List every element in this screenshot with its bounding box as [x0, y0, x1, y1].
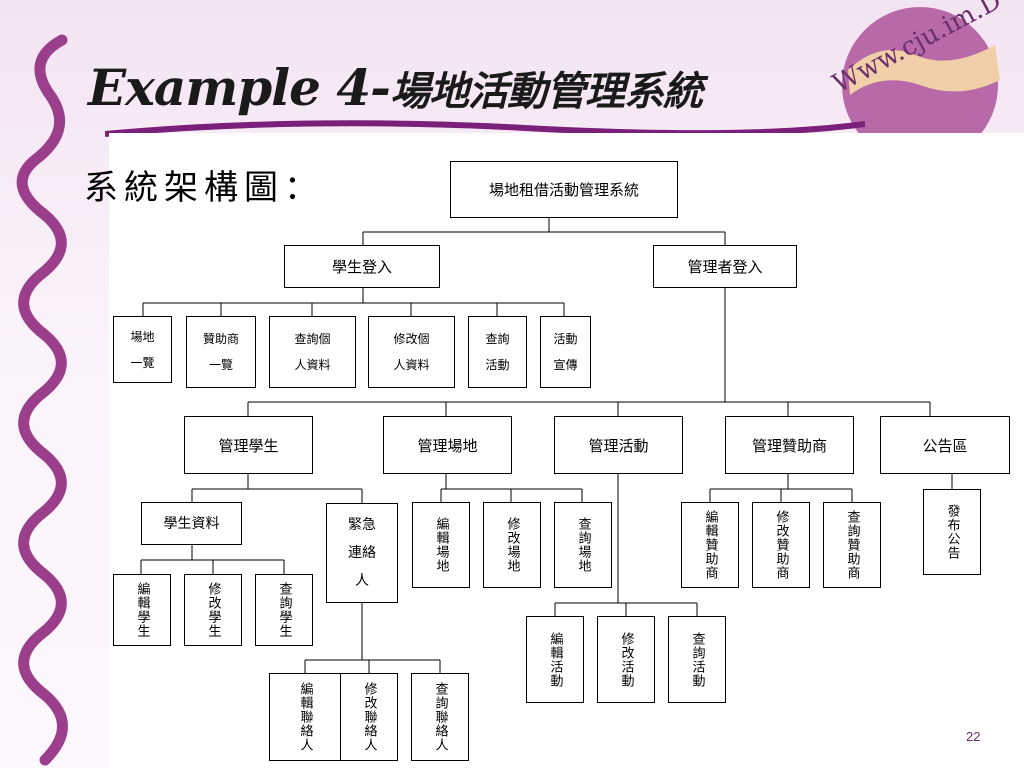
node-modify-activity: 修改活動: [597, 616, 655, 703]
node-edit-contact: 編輯聯絡人: [269, 673, 341, 761]
node-modify-student: 修改學生: [184, 574, 242, 646]
node-venue-list: 場地 一覽: [113, 316, 172, 383]
node-activity-promo: 活動 宣傳: [540, 316, 591, 388]
page-number: 22: [966, 729, 981, 744]
node-emergency-contact: 緊急 連絡 人: [326, 503, 398, 603]
slide-title: Example 4-場地活動管理系統: [88, 58, 703, 117]
node-query-activity2: 查詢活動: [668, 616, 726, 703]
node-query-student: 查詢學生: [255, 574, 313, 646]
node-edit-student: 編輯學生: [113, 574, 171, 646]
node-manage-student: 管理學生: [184, 416, 313, 474]
node-publish-notice: 發布公告: [923, 489, 981, 575]
decorative-wave: [16, 34, 68, 766]
node-modify-contact: 修改聯絡人: [340, 673, 398, 761]
node-query-sponsor: 查詢贊助商: [823, 502, 881, 588]
node-query-contact: 查詢聯絡人: [411, 673, 469, 761]
node-student-data: 學生資料: [141, 502, 242, 545]
node-manage-venue: 管理場地: [383, 416, 512, 474]
node-modify-sponsor: 修改贊助商: [752, 502, 810, 588]
node-manage-sponsor: 管理贊助商: [725, 416, 854, 474]
node-student-login: 學生登入: [284, 245, 440, 288]
node-root: 場地租借活動管理系統: [450, 161, 678, 218]
node-edit-activity: 編輯活動: [526, 616, 584, 703]
school-logo: Www.cju.im.D: [828, 0, 1006, 140]
node-admin-login: 管理者登入: [653, 245, 797, 288]
node-modify-venue: 修改場地: [483, 502, 541, 588]
node-query-personal: 查詢個 人資料: [269, 316, 356, 388]
node-edit-sponsor: 編輯贊助商: [681, 502, 739, 588]
title-prefix: Example 4-: [88, 58, 391, 117]
title-swoosh: [105, 120, 865, 137]
node-modify-personal: 修改個 人資料: [368, 316, 455, 388]
node-query-activity: 查詢 活動: [468, 316, 527, 388]
architecture-label: 系統架構圖：: [84, 168, 324, 208]
title-main: 場地活動管理系統: [389, 68, 703, 115]
node-edit-venue: 編輯場地: [412, 502, 470, 588]
node-query-venue: 查詢場地: [554, 502, 612, 588]
node-sponsor-list: 贊助商 一覽: [186, 316, 256, 388]
node-bulletin: 公告區: [880, 416, 1010, 474]
node-manage-activity: 管理活動: [554, 416, 683, 474]
